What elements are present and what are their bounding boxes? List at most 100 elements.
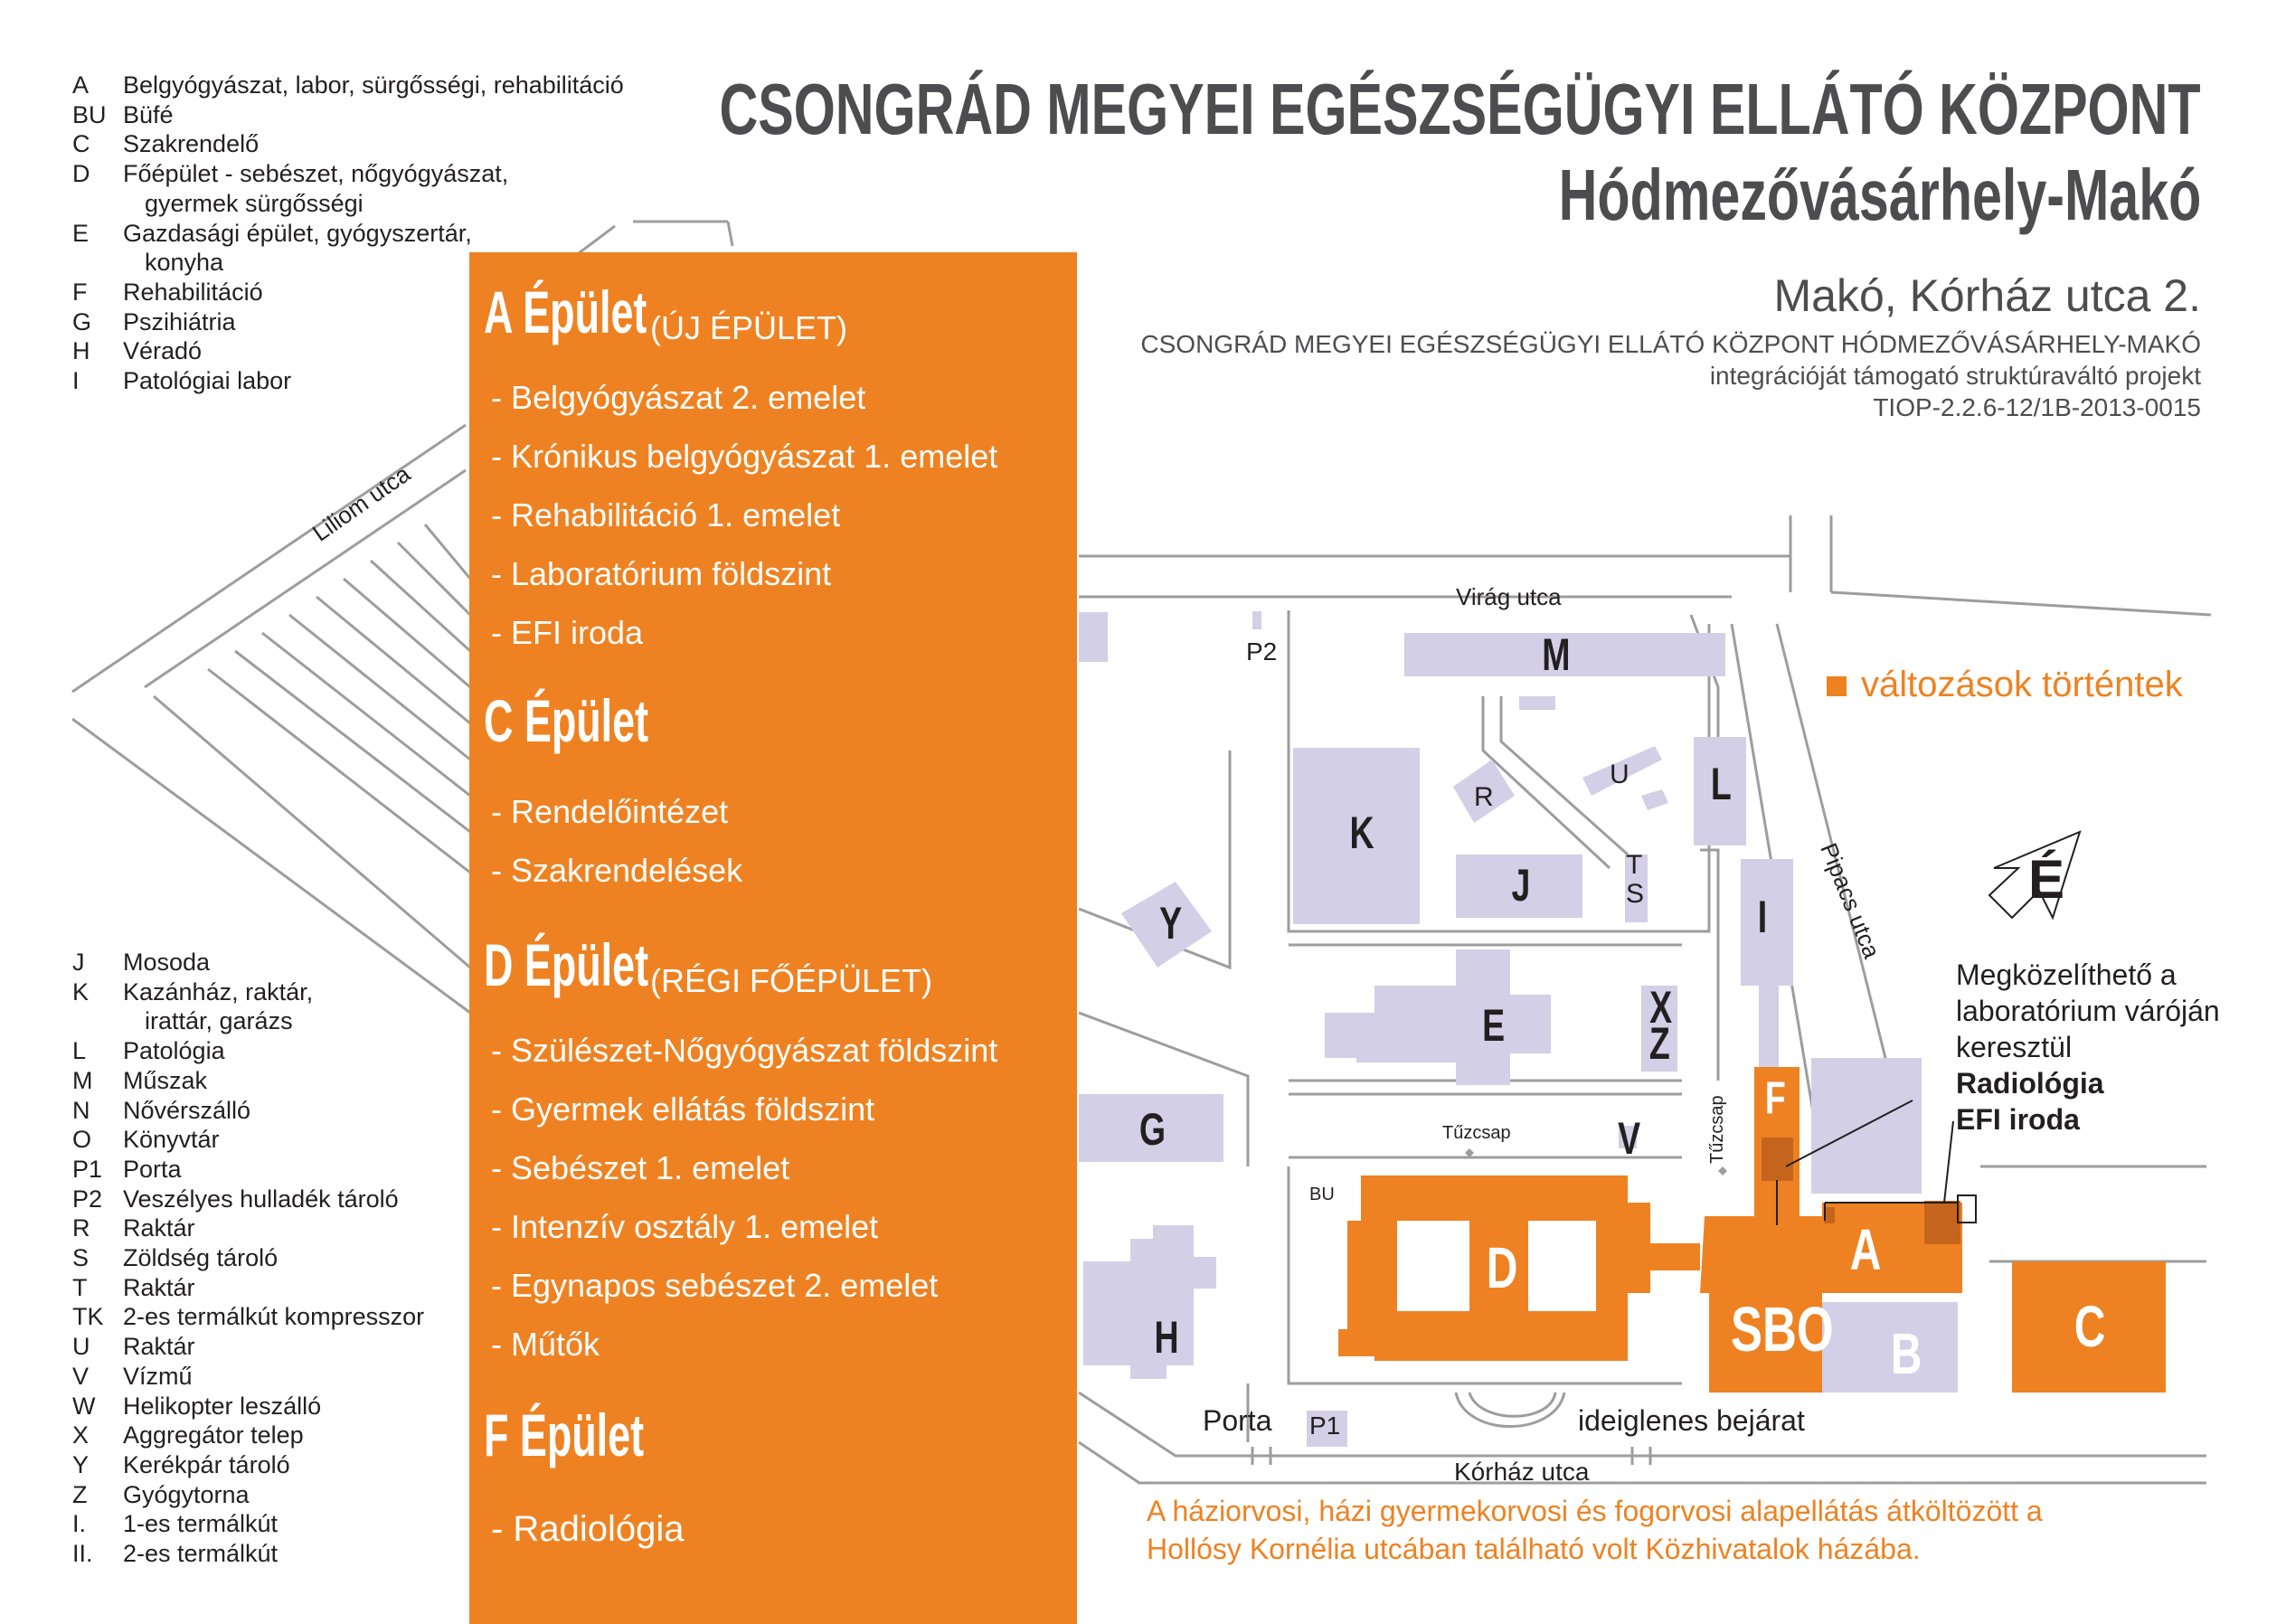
building-a-rear	[1811, 1058, 1922, 1194]
legend-row: T Raktár	[72, 1273, 195, 1302]
legend-row: H Véradó	[72, 336, 202, 365]
label-l: L	[1710, 759, 1732, 809]
legend-code: W	[72, 1392, 96, 1420]
legend-code: L	[72, 1037, 87, 1065]
label-y: Y	[1159, 898, 1183, 949]
panel-d-sub: (RÉGI FŐÉPÜLET)	[650, 962, 933, 999]
road-edge	[71, 423, 467, 694]
legend-text: Kazánház, raktár,	[123, 977, 314, 1006]
legend-row: A Belgyógyászat, labor, sürgősségi, rehab…	[72, 71, 624, 99]
north-arrow-icon	[1988, 830, 2082, 921]
legend-row: I.1-es termálkút	[72, 1509, 278, 1538]
label-s: S	[1626, 879, 1645, 909]
label-f: F	[1764, 1072, 1786, 1123]
legend-code: H	[72, 337, 90, 365]
building-g	[1079, 1094, 1223, 1162]
label-c: C	[2073, 1294, 2106, 1359]
panel-d-item: - Gyermek ellátás földszint	[491, 1091, 875, 1128]
legend-code: X	[72, 1421, 90, 1449]
access-note-line: keresztül	[1956, 1031, 2073, 1063]
panel-a-item: - Rehabilitáció 1. emelet	[491, 496, 841, 533]
building-p2-left	[1079, 612, 1108, 662]
label-j: J	[1511, 860, 1531, 911]
building-k	[1293, 748, 1420, 924]
legend-row: gyermek sürgősségi	[72, 189, 364, 218]
legend-code: P2	[72, 1185, 103, 1213]
legend-code: C	[72, 130, 90, 158]
bottom-note: A háziorvosi, házi gyermekorvosi és fogo…	[1147, 1492, 2043, 1568]
building-t-s	[1625, 854, 1648, 922]
legend-code: P1	[72, 1155, 103, 1183]
legend-text: irattár, garázs	[145, 1007, 293, 1035]
legend-text: 2-es termálkút	[123, 1540, 279, 1567]
building-i	[1741, 859, 1793, 986]
address: Makó, Kórház utca 2.	[1773, 270, 2201, 321]
label-h: H	[1154, 1312, 1179, 1363]
building-e	[1325, 949, 1551, 1085]
panel-a-title: A Épület	[484, 279, 647, 345]
legend-row: Z Gyógytorna	[72, 1480, 250, 1509]
legend-code: R	[72, 1214, 90, 1242]
road-edge	[71, 717, 471, 1015]
access-note-line: laboratórium váróján	[1956, 995, 2220, 1027]
legend-code: Z	[72, 1480, 88, 1508]
panel-a-item: - Laboratórium földszint	[491, 555, 832, 592]
label-m: M	[1542, 629, 1571, 680]
lab-marker	[1824, 1207, 1835, 1223]
legend-text: Belgyógyászat, labor, sürgősségi, rehabi…	[123, 71, 624, 99]
legend-text: Gyógytorna	[123, 1480, 250, 1508]
legend-text: gyermek sürgősségi	[145, 189, 364, 217]
header-subtitle: Hódmezővásárhely-Makó	[1558, 155, 2201, 235]
legend-text: Patológia	[123, 1037, 225, 1065]
legend-code: G	[72, 307, 92, 335]
building-i-link	[1759, 986, 1779, 1067]
changes-legend-swatch	[1827, 676, 1847, 696]
building-m	[1404, 633, 1725, 676]
legend-text: Raktár	[123, 1273, 195, 1301]
legend-row: G Pszihiátria	[72, 307, 236, 336]
pointer-line	[1943, 1120, 1954, 1204]
legend-text: 2-es termálkút kompresszor	[123, 1303, 425, 1331]
label-u: U	[1610, 760, 1629, 789]
building-j	[1456, 854, 1582, 918]
legend-code: T	[72, 1273, 88, 1301]
panel-a-sub: (ÚJ ÉPÜLET)	[650, 309, 848, 346]
legend-code: O	[72, 1126, 92, 1154]
header-title: CSONGRÁD MEGYEI EGÉSZSÉGÜGYI ELLÁTÓ KÖZP…	[719, 69, 2201, 149]
label-g: G	[1138, 1104, 1167, 1155]
panel-f-item: - Radiológia	[491, 1509, 685, 1549]
building-y	[1121, 882, 1212, 968]
label-d: D	[1486, 1235, 1518, 1300]
legend-code: II.	[72, 1540, 93, 1567]
legend-text: Büfé	[123, 100, 174, 128]
panel-a-item: - Belgyógyászat 2. emelet	[491, 379, 866, 416]
building-u	[1582, 746, 1662, 796]
label-e: E	[1482, 1000, 1506, 1051]
legend-text: Pszihiátria	[123, 307, 236, 335]
legend-text: Gazdasági épület, gyógyszertár,	[123, 219, 472, 247]
temp-entrance-label: ideiglenes bejárat	[1578, 1404, 1805, 1437]
legend-code: S	[72, 1244, 90, 1271]
panel-d-item: - Egynapos sebészet 2. emelet	[491, 1267, 939, 1304]
legend-code: V	[72, 1362, 90, 1390]
legend-text: Véradó	[123, 337, 203, 365]
legend-text: 1-es termálkút	[123, 1510, 279, 1538]
legend-code: Y	[72, 1450, 90, 1478]
building-d-link	[1646, 1243, 1700, 1270]
courtyard	[1528, 1221, 1596, 1311]
pointer-line	[1785, 1100, 1913, 1167]
building-r	[1453, 760, 1515, 823]
panel-c-title: C Épület	[484, 687, 649, 754]
building-x-z	[1641, 986, 1677, 1072]
legend-code: A	[72, 71, 90, 99]
